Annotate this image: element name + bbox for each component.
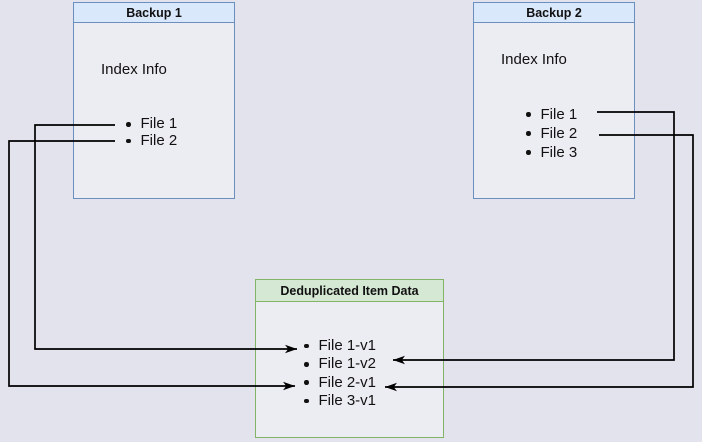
bullet-icon <box>304 380 309 385</box>
bullet-icon <box>526 150 531 155</box>
backup2-index-info-label: Index Info <box>501 51 567 68</box>
backup2-file-1: File 1 <box>526 105 577 124</box>
bullet-icon <box>304 398 309 404</box>
bullet-icon <box>126 122 131 127</box>
file-label: File 2-v1 <box>318 373 377 391</box>
dedup-item-file1-v2: File 1-v2 <box>304 355 376 373</box>
file-label: File 2 <box>540 125 578 142</box>
backup1-index-info-label: Index Info <box>101 61 167 78</box>
dedup-item-file3-v1: File 3-v1 <box>304 392 376 410</box>
backup1-file-list: File 1 File 2 <box>126 115 178 150</box>
file-label: File 1-v2 <box>318 355 377 373</box>
dedup-item-list: File 1-v1 File 1-v2 File 2-v1 File 3-v1 <box>304 337 376 410</box>
dedup-box: Deduplicated Item Data File 1-v1 File 1-… <box>255 279 444 438</box>
bullet-icon <box>304 343 309 349</box>
bullet-icon <box>526 131 531 136</box>
file-label: File 3-v1 <box>318 391 377 409</box>
bullet-icon <box>526 112 531 117</box>
file-label: File 3 <box>540 144 578 161</box>
backup1-file-1: File 1 <box>126 115 178 133</box>
file-label: File 2 <box>140 131 178 149</box>
dedup-item-file1-v1: File 1-v1 <box>304 337 376 355</box>
dedup-title: Deduplicated Item Data <box>256 280 443 302</box>
backup2-box: Backup 2 Index Info File 1 File 2 File 3 <box>473 2 635 199</box>
file-label: File 1 <box>540 106 578 123</box>
bullet-icon <box>304 362 309 367</box>
backup1-file-2: File 2 <box>126 131 178 150</box>
backup2-file-3: File 3 <box>526 143 577 162</box>
backup2-file-list: File 1 File 2 File 3 <box>526 105 577 162</box>
backup2-title: Backup 2 <box>474 3 634 23</box>
backup1-box: Backup 1 Index Info File 1 File 2 <box>73 2 235 199</box>
file-label: File 1-v1 <box>318 337 377 354</box>
dedup-item-file2-v1: File 2-v1 <box>304 374 376 392</box>
backup1-title: Backup 1 <box>74 3 234 23</box>
file-label: File 1 <box>140 115 178 132</box>
backup2-file-2: File 2 <box>526 124 577 143</box>
bullet-icon <box>126 138 131 143</box>
